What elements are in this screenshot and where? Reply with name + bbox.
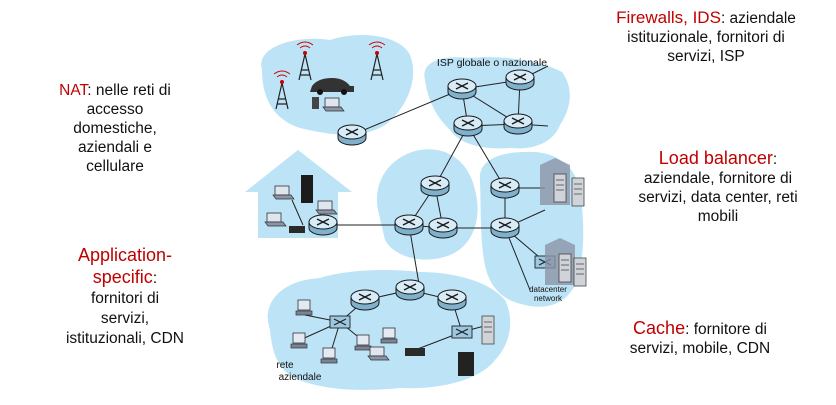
regional-router-1 bbox=[420, 175, 450, 197]
ent-desktop-1 bbox=[295, 299, 313, 316]
datacenter-racks bbox=[540, 158, 587, 287]
isp-router-2 bbox=[505, 69, 535, 91]
ent-server-1 bbox=[481, 315, 495, 345]
lb-colon: : bbox=[772, 151, 778, 168]
load-balancer-note: Load balancer: aziendale, fornitore di s… bbox=[600, 148, 836, 227]
ent-desktop-3 bbox=[320, 347, 338, 364]
enterprise-router-1 bbox=[395, 279, 425, 301]
dc-server-2 bbox=[571, 177, 585, 207]
regional-cloud bbox=[376, 149, 478, 260]
home-router bbox=[308, 214, 338, 236]
ent-desktop-2 bbox=[290, 332, 308, 349]
isp-router-1 bbox=[447, 78, 477, 100]
phone-icon bbox=[312, 97, 319, 109]
isp-router-3 bbox=[453, 115, 483, 137]
app-title-2: specific bbox=[92, 266, 153, 287]
application-specific-note: Application- specific: fornitori di serv… bbox=[45, 245, 205, 349]
dc-server-1 bbox=[553, 173, 567, 203]
dc-router-2 bbox=[490, 217, 520, 239]
dc-server-4 bbox=[573, 257, 587, 287]
enterprise-router-2 bbox=[350, 289, 380, 311]
lb-title: Load balancer bbox=[658, 148, 773, 168]
nat-body-4: aziendali e bbox=[77, 138, 153, 156]
lb-body-3: mobili bbox=[697, 207, 739, 225]
mobile-router bbox=[337, 124, 367, 146]
nat-title: NAT bbox=[59, 82, 88, 99]
ent-desktop-5 bbox=[380, 327, 398, 344]
app-title-1: Application- bbox=[77, 245, 173, 265]
firewall-note: Firewalls, IDS: aziendale istituzionale,… bbox=[576, 8, 836, 67]
datacenter-label-2: network bbox=[534, 294, 563, 303]
nat-note: NAT: nelle reti di accesso domestiche, a… bbox=[25, 82, 205, 177]
enterprise-switch-2 bbox=[451, 325, 473, 339]
enterprise-label-1: rete bbox=[276, 360, 294, 371]
ent-desktop-4 bbox=[354, 334, 372, 351]
datacenter-label-1: datacenter bbox=[529, 285, 567, 294]
app-body-1: fornitori di bbox=[90, 289, 160, 307]
ent-wifi-ap bbox=[405, 348, 425, 356]
isp-cloud bbox=[424, 57, 570, 149]
regional-router-2 bbox=[394, 214, 424, 236]
cache-body-2: servizi, mobile, CDN bbox=[629, 339, 771, 357]
dc-server-3 bbox=[558, 253, 572, 283]
enterprise-label-2: aziendale bbox=[279, 372, 322, 383]
enterprise-switch-1 bbox=[329, 315, 351, 329]
cache-note: Cache: fornitore di servizi, mobile, CDN bbox=[585, 318, 815, 359]
isp-label: ISP globale o nazionale bbox=[437, 57, 547, 69]
isp-router-4 bbox=[503, 113, 533, 135]
ent-server-2 bbox=[458, 352, 474, 376]
nat-body-2: accesso bbox=[86, 100, 144, 118]
fw-title: Firewalls, IDS bbox=[616, 8, 721, 27]
nat-body-5: cellulare bbox=[86, 157, 144, 175]
cache-title: Cache bbox=[633, 318, 686, 338]
app-colon: : bbox=[152, 269, 158, 287]
home-fridge-icon bbox=[301, 175, 313, 203]
app-body-3: istituzionali, CDN bbox=[65, 329, 184, 347]
app-body-2: servizi, bbox=[100, 309, 150, 327]
nat-body-3: domestiche, bbox=[73, 119, 157, 137]
fw-body-2: istituzionale, fornitori di bbox=[627, 28, 785, 46]
car-icon bbox=[310, 78, 354, 95]
dc-router-1 bbox=[490, 177, 520, 199]
regional-router-3 bbox=[428, 217, 458, 239]
nat-body-1: : nelle reti di bbox=[87, 82, 171, 99]
lb-body-2: servizi, data center, reti bbox=[638, 188, 798, 206]
lb-body-1: aziendale, fornitore di bbox=[643, 169, 793, 187]
fw-body-3: servizi, ISP bbox=[667, 47, 745, 65]
enterprise-router-3 bbox=[437, 289, 467, 311]
fw-body-1: : aziendale bbox=[720, 10, 796, 27]
cache-body-1: : fornitore di bbox=[685, 321, 767, 338]
home-wifi-ap bbox=[289, 226, 305, 233]
